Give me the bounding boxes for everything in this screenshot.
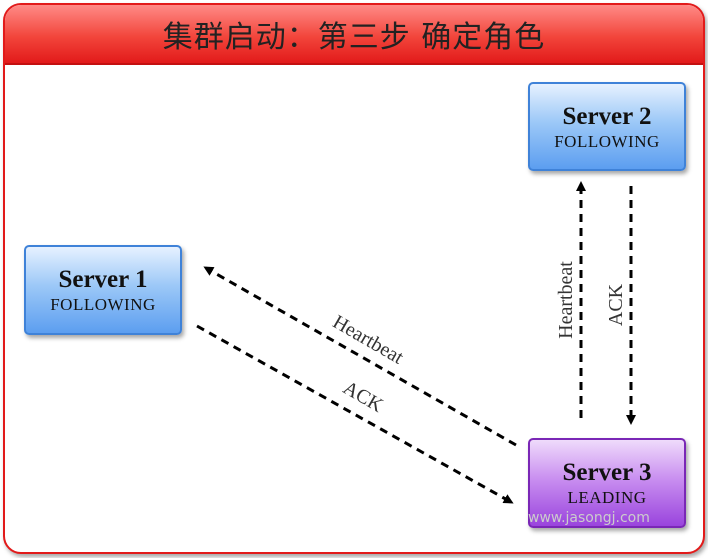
- server3-role: LEADING: [567, 488, 647, 507]
- server2-name: Server 2: [562, 102, 652, 130]
- heartbeat-arrow-to-server1: [203, 266, 517, 447]
- watermark: www.jasongj.com: [528, 510, 650, 526]
- heartbeat-label-server2: Heartbeat: [555, 261, 577, 339]
- ack-arrow-to-server3: [196, 324, 514, 504]
- server1-node: Server 1 FOLLOWING: [24, 245, 182, 335]
- server2-role: FOLLOWING: [554, 131, 660, 151]
- server3-name: Server 3: [562, 459, 652, 486]
- server1-role: FOLLOWING: [50, 295, 156, 314]
- server3-node: Server 3 LEADING: [528, 438, 686, 528]
- title-bar: 集群启动：第三步 确定角色: [5, 5, 703, 65]
- server1-name: Server 1: [58, 266, 148, 293]
- diagram-title: 集群启动：第三步 确定角色: [162, 20, 546, 55]
- server2-node: Server 2 FOLLOWING: [528, 82, 686, 171]
- ack-label-server2: ACK: [605, 283, 627, 326]
